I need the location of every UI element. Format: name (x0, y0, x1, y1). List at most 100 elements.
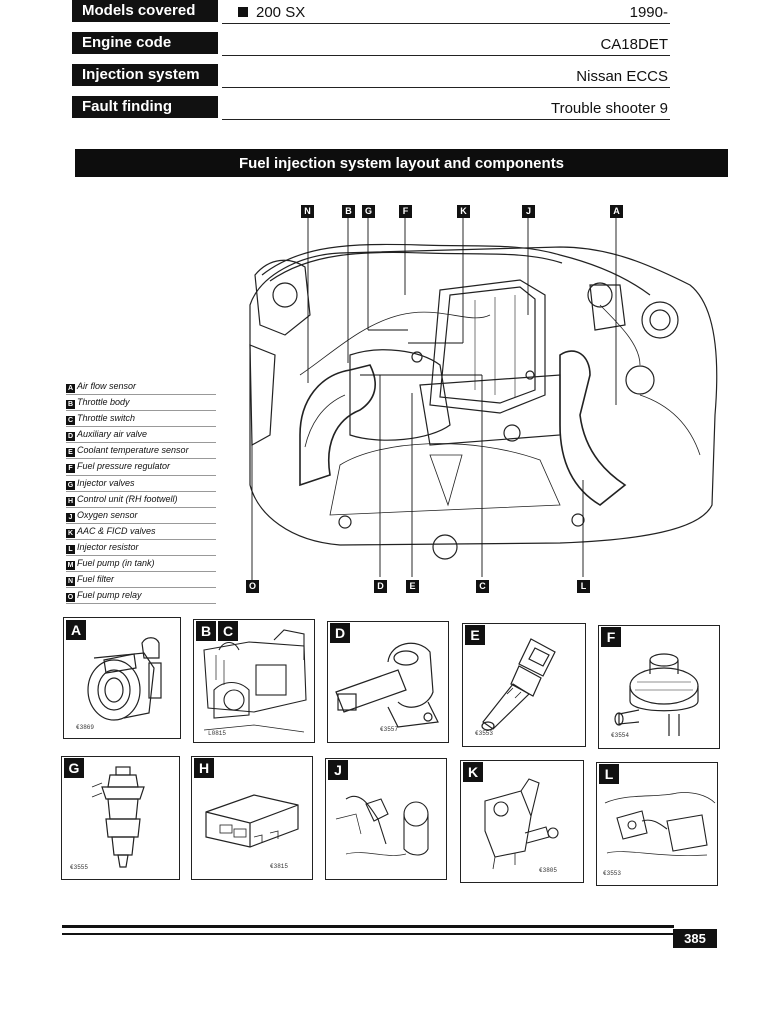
legend-key: E (66, 448, 75, 458)
injector-resistor-illustration (604, 792, 716, 856)
figure-code: L0815 (208, 730, 227, 737)
legend-text: Coolant temperature sensor (77, 445, 189, 456)
key-marker: O (246, 580, 259, 593)
thumb-control-unit: H €3815 (191, 756, 313, 880)
thumb-coolant-temp-sensor: E €3553 (462, 623, 586, 747)
header-label: Engine code (72, 32, 218, 54)
header-label: Models covered (72, 0, 218, 22)
legend-text: Auxiliary air valve (77, 429, 148, 440)
key-marker: E (406, 580, 419, 593)
aux-air-valve-illustration (335, 642, 439, 728)
figure-code: €3815 (270, 863, 289, 870)
thumb-auxiliary-air-valve: D €3557 (327, 621, 449, 743)
legend-key: J (66, 512, 75, 522)
header-rule (222, 23, 670, 24)
key-marker: L (577, 580, 590, 593)
legend-key: M (66, 561, 75, 571)
key-marker: B (342, 205, 355, 218)
thumb-oxygen-sensor: J (325, 758, 447, 880)
pressure-regulator-illustration (614, 653, 699, 736)
header-label: Injection system (72, 64, 218, 86)
thumb-key: C (218, 621, 238, 641)
thumb-aac-ficd-valves: K €3805 (460, 760, 584, 883)
coolant-sensor-illustration (481, 638, 556, 731)
legend-text: AAC & FICD valves (77, 525, 156, 536)
legend-text: Injector valves (77, 477, 135, 488)
header-row-engine: Engine code CA18DET (72, 32, 670, 58)
engine-illustration (249, 218, 718, 580)
engine-layout-diagram: N B G F K J A O D E C L (0, 185, 768, 600)
thumb-key: L (599, 764, 619, 784)
page-number: 385 (673, 929, 717, 948)
model-name: 200 SX (256, 4, 306, 21)
legend-key: O (66, 593, 75, 603)
footer-rule (62, 925, 674, 928)
footer-rule (62, 933, 674, 935)
legend-text: Fuel pump (in tank) (77, 558, 155, 569)
figure-code: €3557 (380, 726, 399, 733)
key-marker: A (610, 205, 623, 218)
figure-code: €3555 (70, 864, 89, 871)
legend-key: F (66, 464, 75, 474)
oxygen-sensor-illustration (335, 795, 429, 856)
legend-text: Throttle body (77, 397, 130, 408)
header-value: Trouble shooter 9 (550, 100, 668, 117)
thumb-fuel-pressure-regulator: F €3554 (598, 625, 720, 749)
thumb-key: G (64, 758, 84, 778)
figure-code: €3553 (475, 730, 494, 737)
key-marker: G (362, 205, 375, 218)
key-marker: C (476, 580, 489, 593)
legend-text: Fuel pump relay (77, 590, 142, 601)
legend-text: Injector resistor (77, 541, 139, 552)
legend-key: K (66, 528, 75, 538)
thumb-key: A (66, 620, 86, 640)
legend-text: Fuel pressure regulator (77, 461, 171, 472)
header-row-fault: Fault finding Trouble shooter 9 (72, 96, 670, 122)
figure-code: €3553 (603, 870, 622, 877)
legend-key: A (66, 384, 75, 393)
thumb-key: B (196, 621, 216, 641)
thumb-key: F (601, 627, 621, 647)
header-model: 200 SX (238, 4, 305, 21)
thumb-injector-valve: G €3555 (61, 756, 180, 880)
key-marker: D (374, 580, 387, 593)
legend-key: G (66, 480, 75, 490)
header-rule (222, 87, 670, 88)
legend-key: D (66, 432, 75, 442)
control-unit-illustration (205, 794, 299, 848)
figure-code: €3869 (76, 724, 95, 731)
aac-valve-illustration (484, 778, 559, 870)
legend-key: N (66, 577, 75, 587)
header-label: Fault finding (72, 96, 218, 118)
header-rule (222, 119, 670, 120)
legend-key: B (66, 400, 75, 410)
legend-key: H (66, 496, 75, 506)
legend-key: C (66, 416, 75, 426)
legend-text: Fuel filter (77, 574, 115, 585)
legend-key: L (66, 544, 75, 554)
header-rule (222, 55, 670, 56)
header-value: Nissan ECCS (576, 68, 668, 85)
header-value: 1990- (629, 4, 668, 21)
figure-code: €3805 (539, 867, 558, 874)
thumb-air-flow-sensor: A €3869 (63, 617, 181, 739)
thumb-key: J (328, 760, 348, 780)
thumb-key: D (330, 623, 350, 643)
legend-text: Throttle switch (77, 413, 136, 424)
thumb-injector-resistor: L €3553 (596, 762, 718, 886)
key-marker: J (522, 205, 535, 218)
legend-text: Air flow sensor (77, 381, 137, 391)
